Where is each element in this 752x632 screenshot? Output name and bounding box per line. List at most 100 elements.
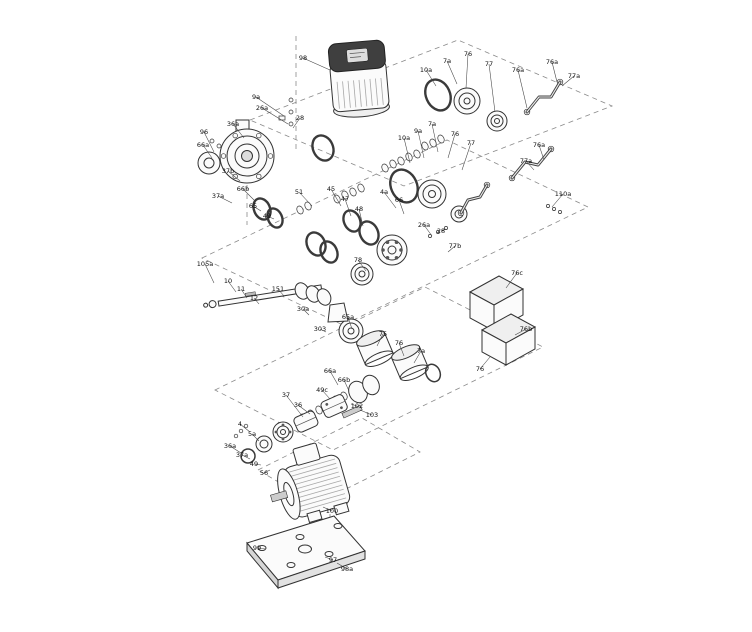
callout-leader-line	[298, 191, 313, 207]
part-callout: 76a	[533, 141, 545, 149]
callout-leader-line	[256, 547, 267, 550]
ejector-cone	[327, 302, 349, 323]
callout-leader-line	[302, 57, 331, 71]
motor-fins	[336, 77, 384, 109]
part-callout: 49	[263, 212, 271, 220]
terminal-box	[292, 442, 321, 466]
motor-foot	[306, 509, 323, 524]
part-callout: 10	[224, 277, 232, 285]
callout-leader-line	[253, 463, 262, 466]
part-callout: 37	[282, 391, 290, 399]
part-callout: 66a	[324, 367, 336, 375]
baseplate	[246, 515, 366, 590]
part-callout: 37b	[222, 167, 234, 175]
part-callout: 47	[341, 195, 349, 203]
part-callout: 66b	[338, 376, 350, 384]
part-callout: 65	[249, 202, 257, 210]
part-callout: 65a	[342, 313, 354, 321]
part-callout: 76	[451, 130, 459, 138]
part-callout: 78	[354, 256, 362, 264]
callout-leader-line	[239, 423, 251, 433]
callout-leader-line	[431, 123, 439, 153]
callout-leader-line	[350, 403, 358, 407]
part-callout: 102	[351, 402, 363, 410]
part-callout: 36a	[227, 120, 239, 128]
part-callout: 26a	[418, 221, 430, 229]
callout-leader-line	[255, 96, 285, 117]
motor	[270, 442, 351, 524]
part-callout: 303	[314, 325, 326, 333]
callout-leader-line	[551, 61, 558, 83]
callout-leader-line	[227, 170, 241, 182]
callout-leader-line	[217, 195, 233, 204]
callout-layer: 989a26a2836a9666a10a7a767776a76a77a10a9a…	[197, 50, 580, 573]
part-callout: 76a	[512, 66, 524, 74]
part-callout: 77	[467, 139, 475, 147]
callout-leader-line	[253, 297, 260, 305]
part-callout: 105a	[197, 260, 213, 268]
callout-leader-line	[488, 63, 496, 113]
part-callout: 77	[485, 60, 493, 68]
impeller-stack	[294, 282, 349, 323]
part-callout: 66	[395, 196, 403, 204]
part-callout: 76	[395, 339, 403, 347]
callout-leader-line	[203, 131, 215, 153]
callout-leader-line	[479, 356, 491, 370]
part-callout: 10a	[398, 134, 410, 142]
motor-shaft	[270, 490, 289, 503]
part-callout: 28	[437, 227, 445, 235]
callout-leader-line	[347, 316, 353, 330]
callout-leader-line	[302, 308, 310, 316]
part-callout: 98a	[341, 565, 353, 573]
part-callout: 51	[295, 188, 303, 196]
coupling-group	[233, 374, 380, 464]
part-callout: 66b	[237, 185, 249, 193]
part-callout: 151	[272, 285, 284, 293]
control-display	[346, 47, 369, 63]
sensor-pipes	[457, 78, 564, 217]
callout-leader-line	[398, 342, 405, 357]
part-callout: 4a	[380, 188, 388, 196]
callout-leader-line	[538, 144, 545, 161]
callout-leader-line	[336, 562, 348, 570]
callout-leader-line	[252, 205, 262, 212]
callout-leader-line	[240, 288, 248, 299]
callout-leader-line	[277, 288, 285, 297]
callout-leader-line	[465, 53, 469, 89]
callout-leader-line	[232, 123, 245, 139]
motor-body-fins	[286, 458, 347, 513]
callout-leader-line	[514, 328, 527, 336]
part-callout: 7a	[417, 347, 425, 355]
part-callout: 76b	[520, 325, 532, 333]
part-callout: 37a	[212, 192, 224, 200]
callout-leader-line	[241, 454, 251, 460]
callout-leader-line	[413, 350, 422, 364]
callout-leader-line	[285, 394, 304, 418]
part-callout: 7a	[443, 57, 451, 65]
part-callout: 30a	[297, 305, 309, 313]
discs-and-seal-faces	[338, 87, 508, 344]
callout-leader-line	[204, 263, 215, 284]
part-callout: 4	[238, 420, 242, 428]
part-callout: 7a	[428, 120, 436, 128]
callout-leader-line	[447, 133, 456, 159]
callout-leader-line	[383, 191, 397, 209]
part-callout: 76	[476, 365, 484, 373]
part-callout: 103	[366, 411, 378, 419]
callout-leader-line	[319, 328, 327, 333]
callout-leader-line	[202, 144, 213, 159]
part-callout: 9a	[414, 127, 422, 135]
part-callout: 77b	[449, 242, 461, 250]
part-callout: 28	[296, 114, 304, 122]
callout-leader-line	[423, 224, 433, 237]
callout-leader-line	[242, 188, 255, 201]
callout-leader-line	[330, 188, 342, 207]
callout-leader-line	[227, 280, 237, 293]
part-callout: 66a	[197, 141, 209, 149]
callout-leader-line	[329, 370, 339, 386]
callout-leader-line	[446, 60, 458, 85]
part-callout: 56	[260, 469, 268, 477]
callout-leader-line	[292, 117, 301, 129]
callout-leader-line	[261, 107, 289, 125]
callout-leader-line	[322, 506, 333, 512]
